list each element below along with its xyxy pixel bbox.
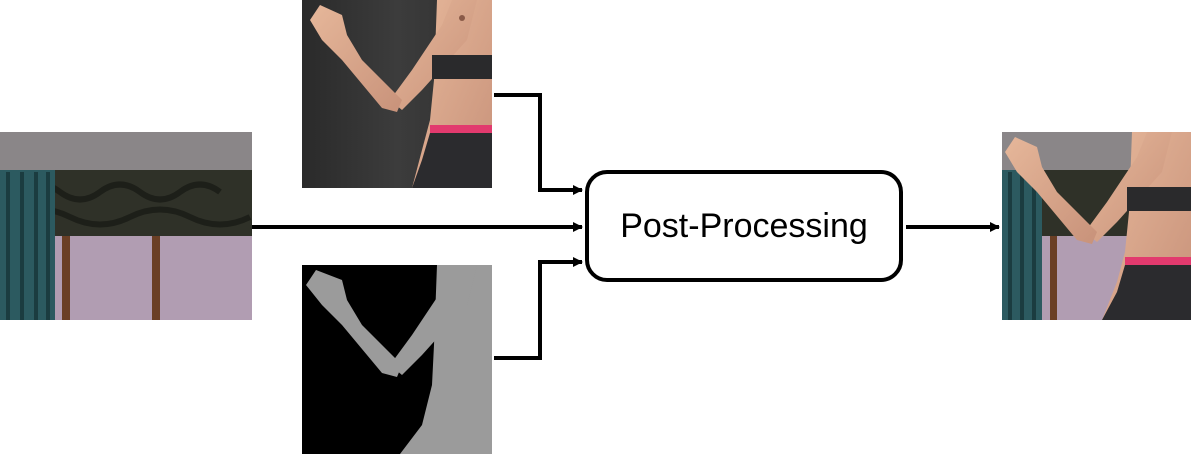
character-render-image xyxy=(302,0,492,188)
arrow-mask-to-process xyxy=(494,257,583,360)
composited-output-image xyxy=(1002,132,1191,320)
post-processing-box: Post-Processing xyxy=(585,170,903,282)
segmentation-mask-image xyxy=(302,265,492,454)
arrow-character-to-process xyxy=(494,93,583,195)
background-render-image xyxy=(0,132,252,320)
process-label: Post-Processing xyxy=(620,206,868,245)
